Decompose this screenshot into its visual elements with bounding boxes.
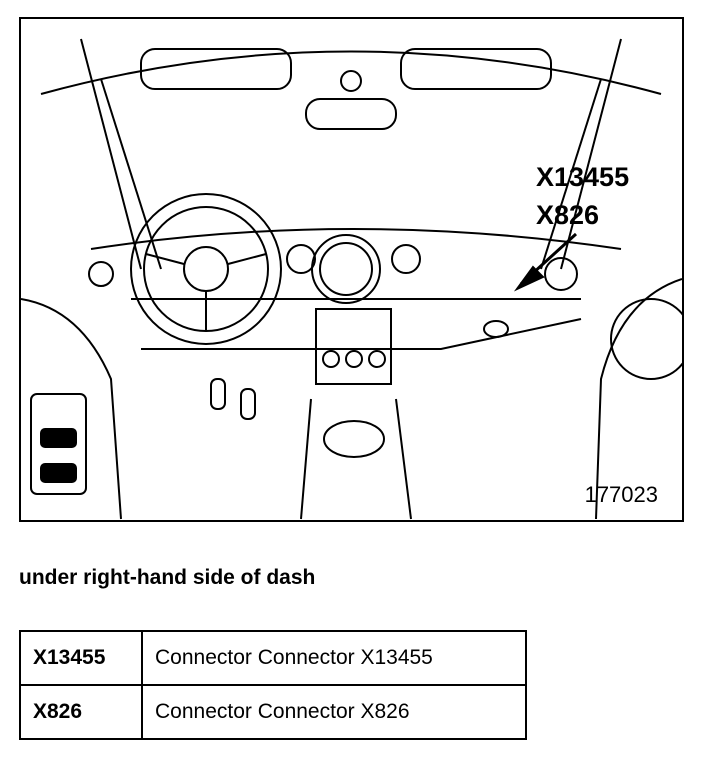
connector-description: Connector Connector X13455 [141,630,527,686]
location-caption: under right-hand side of dash [19,566,316,589]
connector-code: X13455 [19,630,143,686]
connector-code: X826 [19,684,143,740]
table-row: X13455 Connector Connector X13455 [19,630,527,686]
figure-number: 177023 [584,482,658,507]
callout-x13455: X13455 [536,162,630,192]
dashboard-illustration: X13455 X826 177023 [19,17,684,522]
table-row: X826 Connector Connector X826 [19,684,527,740]
connector-table: X13455 Connector Connector X13455 X826 C… [19,630,527,740]
car-interior-drawing [21,38,682,520]
callout-x826: X826 [536,200,600,230]
connector-description: Connector Connector X826 [141,684,527,740]
